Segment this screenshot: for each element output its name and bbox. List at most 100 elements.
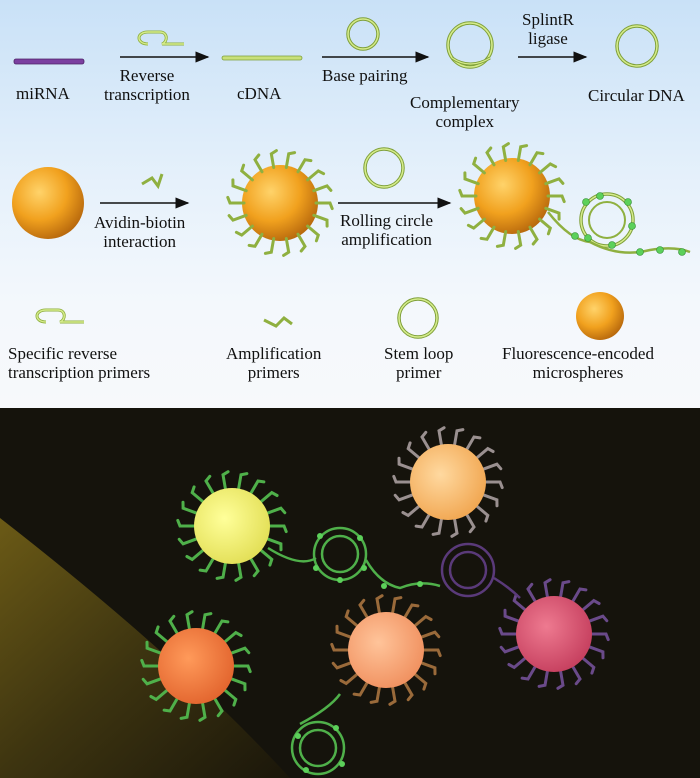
legend-rt-primer-icon (35, 308, 84, 324)
probe-strand (190, 485, 206, 505)
probe-strand (459, 206, 480, 215)
fluorescent-dot (636, 248, 644, 256)
workflow-panel: miRNA Reverse transcription cDNA Base pa… (0, 0, 700, 408)
probe-strand (420, 430, 432, 453)
label-base-pairing: Base pairing (322, 66, 408, 85)
fluorescent-dot (596, 192, 604, 200)
probe-strand (528, 151, 545, 167)
probe-strand (431, 516, 444, 536)
fluorescent-dot (417, 581, 423, 587)
probe-strand (339, 671, 360, 686)
probe-strand (570, 587, 588, 605)
probe-strand (452, 428, 465, 448)
probe-strand (312, 213, 329, 228)
probe-strand (580, 598, 601, 613)
probe-strand (226, 195, 246, 205)
probe-strand (375, 594, 384, 616)
probe-strand (344, 609, 360, 629)
workflow-graphics (12, 17, 691, 340)
probe-strand (586, 644, 605, 660)
probe-strand (266, 524, 288, 534)
probe-strand (239, 163, 254, 182)
probe-strand (149, 687, 170, 702)
probe-strand (248, 555, 260, 578)
fluorescent-dot (571, 232, 579, 240)
glowing-floor (0, 518, 290, 778)
probe-strand (464, 435, 482, 453)
probe-strand (198, 700, 207, 722)
legend-amplification-primer-icon (263, 316, 293, 328)
probe-strand (392, 474, 414, 484)
probe-strand (485, 146, 496, 167)
label-amplification-primers: Amplification primers (226, 344, 322, 382)
probe-strand (474, 503, 490, 523)
probe-strand (330, 642, 352, 652)
fluorescent-dot (584, 234, 592, 242)
circular-dna (615, 24, 659, 68)
probe-strand (284, 151, 297, 169)
probe-strand (556, 668, 565, 690)
probe-strand (538, 217, 553, 236)
probe-strand (314, 201, 334, 211)
probe-strand (516, 144, 529, 162)
mirna-strand (13, 58, 85, 65)
microsphere-with-primers (226, 149, 334, 257)
label-mirna: miRNA (16, 84, 70, 103)
fluorescent-dot (608, 241, 616, 249)
probe-strand (503, 608, 522, 624)
probe-strand (558, 580, 571, 600)
probe-strand (512, 593, 528, 613)
probe-strand (230, 664, 252, 674)
peach-microsphere (392, 426, 504, 538)
probe-strand (586, 614, 609, 624)
fluorescent-dot (357, 535, 363, 541)
cdna-strand (221, 55, 303, 61)
label-complementary-complex: Complementary complex (410, 93, 520, 131)
salmon-microsphere (330, 594, 442, 706)
probe-strand (402, 603, 420, 621)
probe-strand (546, 194, 566, 204)
bare-microsphere (12, 167, 84, 239)
probe-strand (185, 610, 194, 632)
fluorescent-dot (317, 533, 323, 539)
probe-strand (227, 213, 248, 222)
fluorescent-dot (333, 725, 339, 731)
probe-strand (248, 479, 266, 497)
label-cdna: cDNA (237, 84, 282, 103)
probe-strand (352, 679, 370, 697)
probe-strand (231, 178, 248, 193)
green-rca-product (267, 526, 441, 776)
probe-strand (544, 206, 561, 221)
pink-microsphere (498, 578, 610, 690)
purple-rca-product (440, 542, 521, 599)
probe-strand (236, 472, 249, 492)
fluorescent-beads (295, 533, 423, 773)
probe-strand (258, 547, 274, 567)
probe-strand (544, 177, 565, 186)
probe-strand (306, 169, 326, 182)
probe-strand (312, 184, 333, 193)
probe-strand (450, 516, 459, 538)
probe-strand (145, 640, 164, 656)
probe-strand (141, 676, 164, 686)
probe-strand (212, 695, 224, 718)
fluorescent-dot (361, 565, 367, 571)
fluorescent-dot (656, 246, 664, 254)
probe-strand (253, 153, 264, 174)
probe-strand (204, 474, 216, 497)
probe-strand (466, 217, 486, 230)
probe-strand (234, 560, 243, 582)
rca-template-circle (363, 147, 405, 189)
probe-strand (507, 655, 528, 670)
probe-strand (538, 162, 558, 175)
microsphere-with-rca-product (458, 142, 691, 256)
orange-microsphere (140, 610, 252, 722)
probe-strand (464, 511, 476, 534)
probe-strand (228, 676, 247, 692)
probe-strand (335, 624, 354, 640)
probe-strand (179, 700, 192, 720)
fluorescent-dot (624, 198, 632, 206)
fluorescent-dot (337, 577, 343, 583)
probe-strand (258, 490, 279, 505)
